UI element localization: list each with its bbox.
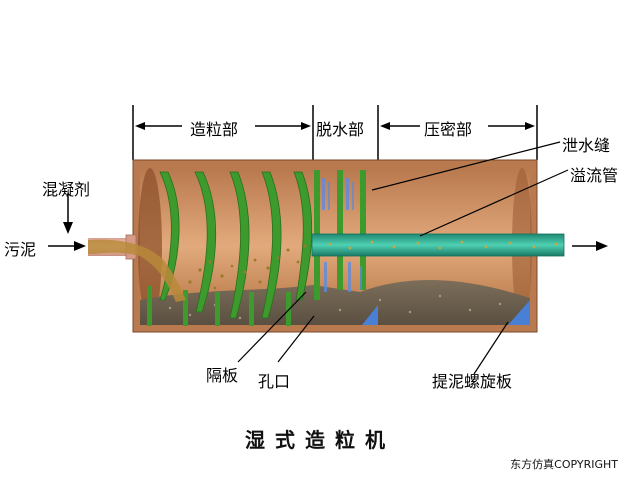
blade-feet (147, 286, 291, 326)
label-drain-slot: 泄水缝 (562, 136, 611, 155)
label-baffle: 隔板 (206, 366, 239, 385)
drain-water (322, 178, 362, 292)
label-coagulant: 混凝剂 (42, 180, 91, 199)
floc-particles (188, 244, 307, 290)
label-sludge: 污泥 (4, 240, 37, 259)
coagulant-arrow (63, 194, 73, 234)
dimension-arrowheads (135, 122, 535, 130)
label-spiral-plate: 提泥螺旋板 (432, 372, 513, 391)
zone-label-dewatering: 脱水部 (316, 120, 365, 139)
diagram-title: 湿式造粒机 (245, 428, 395, 452)
zone-label-granulation: 造粒部 (190, 120, 239, 139)
sludge-arrow (48, 241, 86, 251)
label-orifice: 孔口 (258, 372, 291, 391)
leader-lines (237, 141, 569, 375)
spiral-lifting-plates (362, 300, 530, 325)
outlet-arrow (572, 241, 608, 251)
zone-label-compaction: 压密部 (424, 120, 473, 139)
granulation-blades (159, 171, 313, 319)
sludge-stream (88, 239, 186, 302)
pipe-particles (328, 240, 558, 250)
copyright-note: 东方仿真COPYRIGHT (510, 458, 618, 471)
overflow-pipe (311, 233, 565, 257)
label-overflow-pipe: 溢流管 (570, 166, 619, 185)
